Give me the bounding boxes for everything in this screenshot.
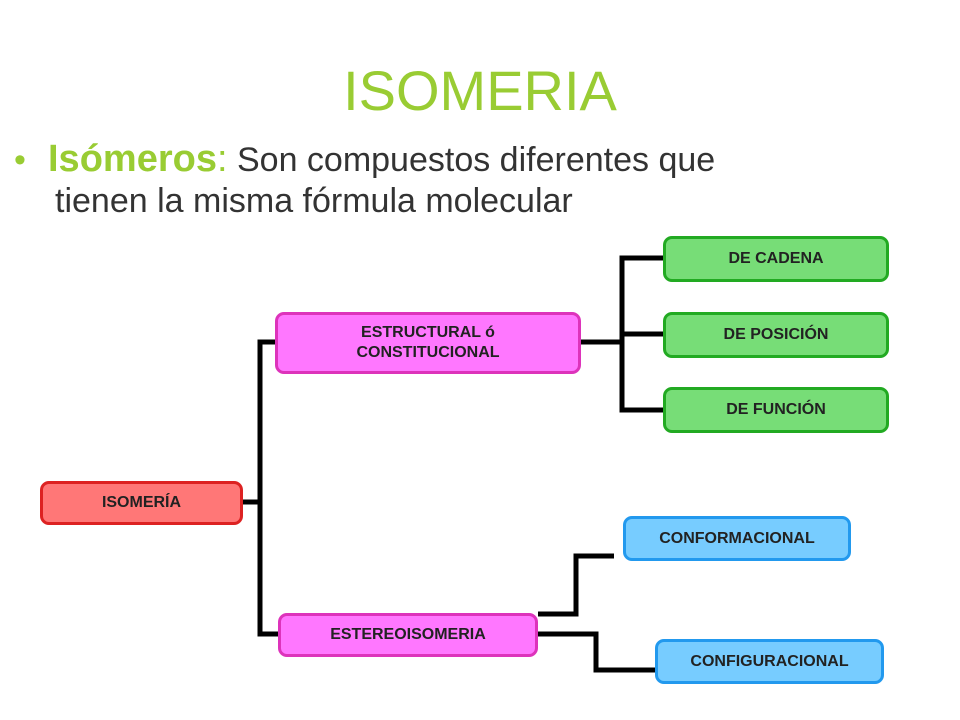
node-estructural-label-1: ESTRUCTURAL ó <box>361 324 495 341</box>
node-estereoisomeria-label: ESTEREOISOMERIA <box>330 626 486 643</box>
connector-root-to-structural <box>257 339 278 637</box>
definition-colon: : <box>216 138 228 180</box>
connector-conformacional <box>538 553 614 617</box>
node-de-funcion: DE FUNCIÓN <box>663 387 889 433</box>
definition-text-1: Son compuestos diferentes que <box>227 141 716 179</box>
node-de-posicion: DE POSICIÓN <box>663 312 889 358</box>
node-conformacional-label: CONFORMACIONAL <box>659 529 815 547</box>
node-de-cadena-label: DE CADENA <box>728 250 824 267</box>
node-estructural: ESTRUCTURAL ó CONSTITUCIONAL <box>275 312 581 374</box>
slide-title: ISOMERIA <box>343 59 617 122</box>
node-estereoisomeria: ESTEREOISOMERIA <box>278 613 538 657</box>
node-estructural-label-2: CONSTITUCIONAL <box>356 344 500 361</box>
node-configuracional: CONFIGURACIONAL <box>655 639 884 684</box>
node-conformacional: CONFORMACIONAL <box>623 516 851 561</box>
definition-line-1: • Isómeros: Son compuestos diferentes que <box>14 138 914 181</box>
connector-configuracional <box>538 631 656 673</box>
definition-text-2: tienen la misma fórmula molecular <box>55 182 573 220</box>
node-isomeria-label: ISOMERÍA <box>101 494 182 511</box>
definition-term: Isómeros <box>48 138 217 180</box>
node-configuracional-label: CONFIGURACIONAL <box>690 652 849 670</box>
node-isomeria: ISOMERÍA <box>40 481 243 525</box>
bullet-icon: • <box>14 141 26 179</box>
node-de-funcion-label: DE FUNCIÓN <box>726 401 826 418</box>
node-de-cadena: DE CADENA <box>663 236 889 282</box>
node-de-posicion-label: DE POSICIÓN <box>723 326 829 343</box>
